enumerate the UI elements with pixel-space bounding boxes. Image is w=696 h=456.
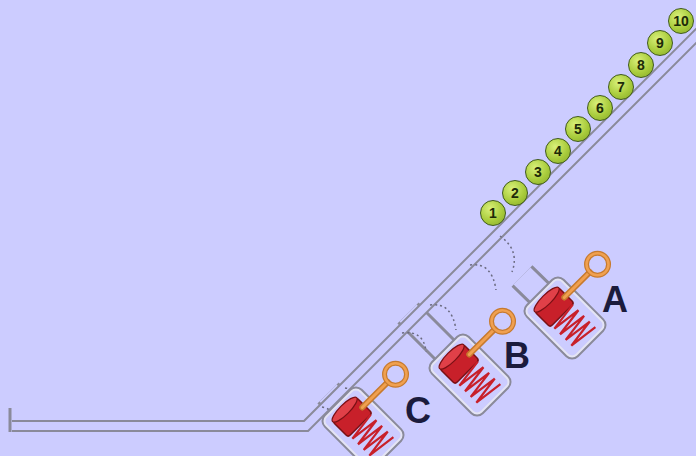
numbered-ball: 4 <box>545 138 571 164</box>
ball-number: 3 <box>534 165 542 179</box>
numbered-ball: 8 <box>628 52 654 78</box>
numbered-ball: 1 <box>480 200 506 226</box>
ball-number: 5 <box>574 122 582 136</box>
numbered-ball: 6 <box>587 95 613 121</box>
part-label: C <box>405 393 431 429</box>
ball-number: 8 <box>637 58 645 72</box>
ball-number: 7 <box>617 80 625 94</box>
ball-number: 10 <box>673 14 689 28</box>
part-label: B <box>504 338 530 374</box>
ball-number: 1 <box>489 206 497 220</box>
numbered-ball: 3 <box>525 159 551 185</box>
numbered-ball: 7 <box>608 74 634 100</box>
numbered-ball: 2 <box>502 180 528 206</box>
numbered-ball: 10 <box>668 8 694 34</box>
numbered-ball: 5 <box>565 116 591 142</box>
ball-number: 9 <box>656 36 664 50</box>
ball-number: 2 <box>511 186 519 200</box>
part-label: A <box>602 282 628 318</box>
ball-number: 6 <box>596 101 604 115</box>
numbered-ball: 9 <box>647 30 673 56</box>
ball-number: 4 <box>554 144 562 158</box>
